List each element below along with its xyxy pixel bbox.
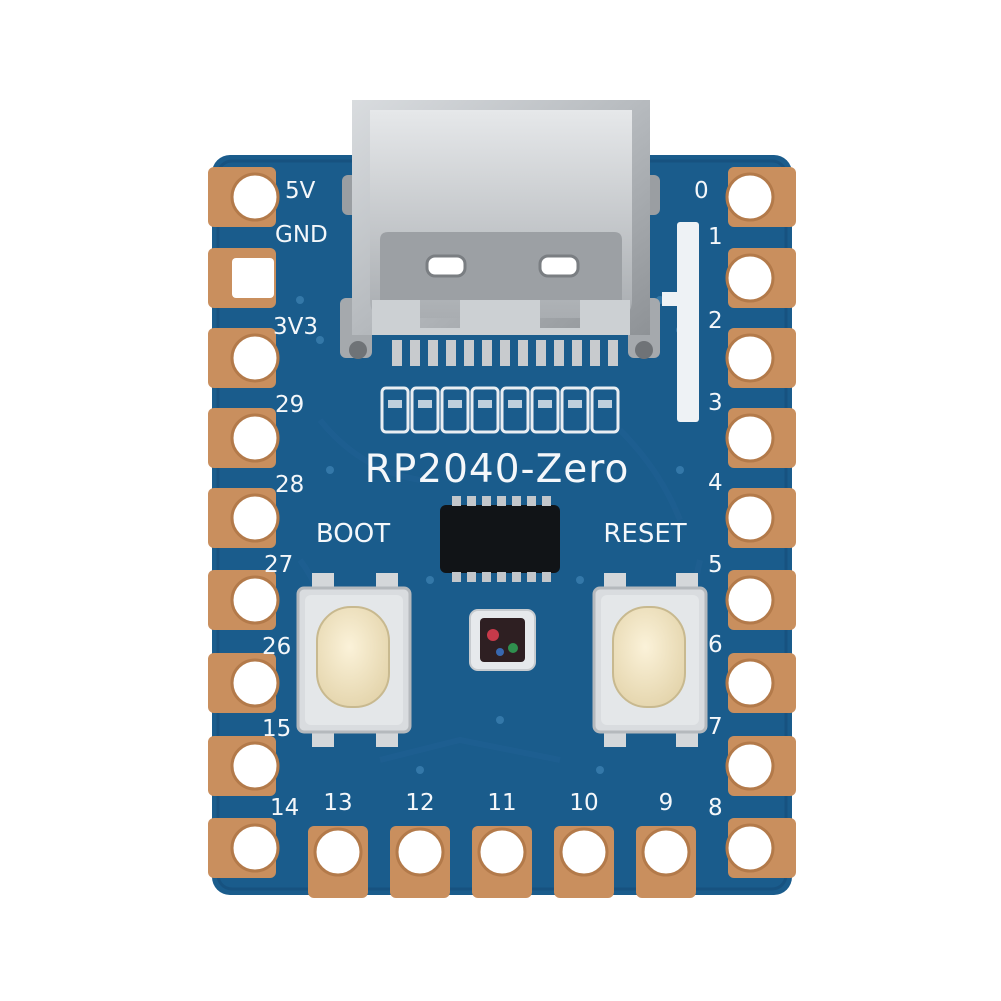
pin-label-14: 14 xyxy=(270,795,299,821)
pin-label-13: 13 xyxy=(323,790,352,816)
left-pin-pads xyxy=(208,167,280,878)
pin-label-29: 29 xyxy=(275,392,304,418)
pin-label-3v3: 3V3 xyxy=(273,314,318,340)
rgb-led xyxy=(469,609,536,671)
boot-label: BOOT xyxy=(316,519,390,549)
reset-button[interactable] xyxy=(592,573,708,747)
pin-label-3: 3 xyxy=(708,390,723,416)
pin-label-28: 28 xyxy=(275,472,304,498)
left-pin-labels: 5V GND 3V3 29 28 27 26 15 14 xyxy=(262,178,328,821)
pin-label-10: 10 xyxy=(569,790,598,816)
pin-label-2: 2 xyxy=(708,308,723,334)
pin-label-0: 0 xyxy=(694,178,709,204)
right-pin-labels: 0 1 2 3 4 5 6 7 8 xyxy=(694,178,723,821)
pin-label-4: 4 xyxy=(708,470,723,496)
board-title: RP2040-Zero xyxy=(365,447,630,492)
pin-label-8: 8 xyxy=(708,795,723,821)
rp2040-chip xyxy=(440,496,560,582)
boot-button[interactable] xyxy=(296,573,412,747)
bottom-pin-labels: 13 12 11 10 9 xyxy=(323,790,673,816)
pin-label-5: 5 xyxy=(708,552,723,578)
pin-label-1: 1 xyxy=(708,224,723,250)
reset-label: RESET xyxy=(603,519,686,549)
pin-label-15: 15 xyxy=(262,716,291,742)
bottom-pin-pads xyxy=(308,826,696,898)
usb-test-pads xyxy=(380,386,620,434)
usb-pins xyxy=(392,340,618,366)
pin-label-7: 7 xyxy=(708,714,723,740)
usb-c-connector xyxy=(340,100,660,366)
right-pin-pads xyxy=(725,167,796,878)
pin-label-26: 26 xyxy=(262,634,291,660)
pin-label-27: 27 xyxy=(264,552,293,578)
pin-label-11: 11 xyxy=(487,790,516,816)
pin-label-5v: 5V xyxy=(285,178,316,204)
pin-label-6: 6 xyxy=(708,632,723,658)
pin-label-12: 12 xyxy=(405,790,434,816)
silkscreen-bracket xyxy=(662,222,699,422)
pin-label-9: 9 xyxy=(659,790,674,816)
pin-label-gnd: GND xyxy=(275,222,328,248)
